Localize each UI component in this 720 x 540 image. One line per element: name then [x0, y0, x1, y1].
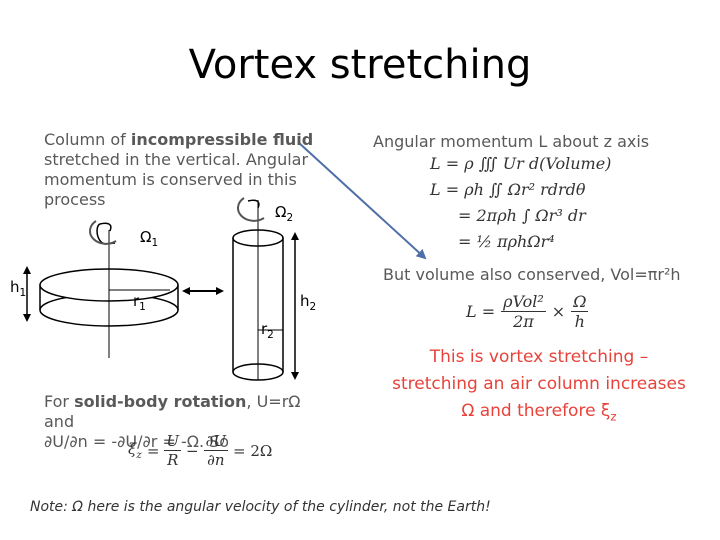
label-r2: r2 — [261, 320, 274, 341]
label-omega2: Ω2 — [275, 203, 294, 224]
label-r1: r1 — [133, 292, 146, 313]
connecting-arrow — [297, 141, 427, 260]
equation-3: = 2πρh ∫ Ωr³ dr — [458, 206, 586, 225]
volume-conserved-text: But volume also conserved, Vol=πr²h — [383, 265, 681, 284]
rotation-arrow-omega1 — [89, 220, 117, 245]
description-text: Column of incompressible fluid stretched… — [44, 130, 314, 209]
equation-2: L = ρh ∬ Ωr² rdrdθ — [430, 180, 586, 199]
tall-cylinder — [232, 200, 284, 381]
equation-1: L = ρ ∭ Ur d(Volume) — [430, 154, 612, 173]
equation-4: = ½ πρhΩr⁴ — [458, 232, 555, 251]
slide-title: Vortex stretching — [188, 42, 532, 88]
flat-cylinder — [39, 230, 179, 358]
solid-body-text: For solid-body rotation, U=rΩ and ∂U/∂n … — [44, 392, 301, 451]
angular-momentum-heading: Angular momentum L about z axis — [373, 132, 650, 151]
label-h1: h1 — [10, 278, 27, 299]
label-omega1: Ω1 — [140, 228, 159, 249]
rotation-arrow-omega2 — [237, 197, 265, 222]
conclusion-text: This is vortex stretching – stretching a… — [392, 347, 686, 424]
label-h2: h2 — [300, 292, 317, 313]
footnote: Note: Ω here is the angular velocity of … — [30, 499, 491, 515]
